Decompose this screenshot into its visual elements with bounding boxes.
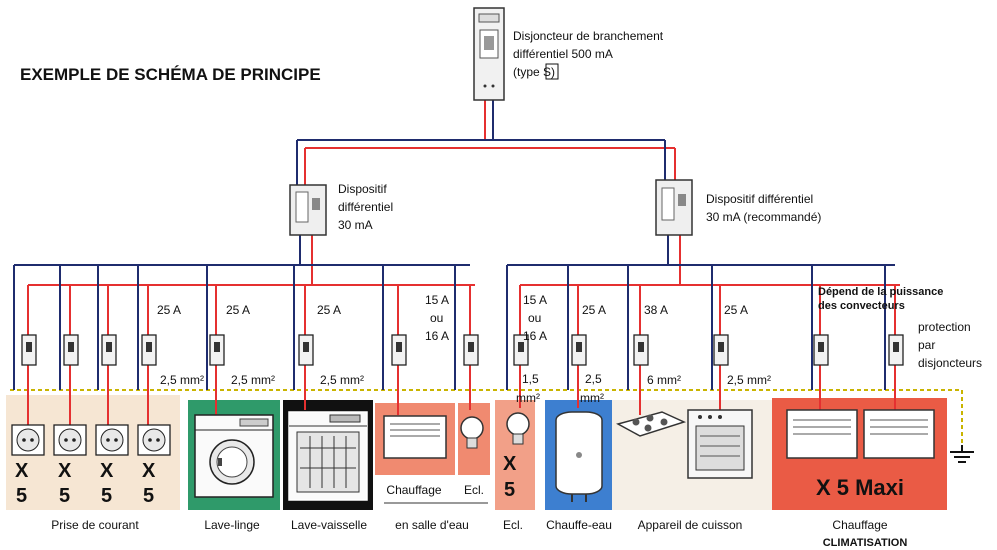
rating-label: 25 A — [157, 303, 181, 317]
circuit-breaker-icon — [513, 334, 529, 366]
section-label: 2,5 mm² — [160, 373, 204, 387]
circuit-breaker-icon — [141, 334, 157, 366]
circuit-breaker-icon — [463, 334, 479, 366]
circuit-breaker-icon — [813, 334, 829, 366]
earth-ground-icon — [950, 445, 974, 463]
caption-climatisation: CLIMATISATION — [823, 537, 908, 549]
section-label: mm² — [516, 391, 540, 405]
circuit-breaker-icon — [633, 334, 649, 366]
rcd-left-label-3: 30 mA — [338, 218, 373, 232]
rating-label: 16 A — [425, 329, 449, 343]
convector-heater-icon — [383, 415, 447, 459]
breaker-type-frame — [545, 63, 559, 80]
multiplier-x: X — [503, 453, 517, 475]
note-puissance-2: des convecteurs — [818, 300, 905, 312]
breaker-type-box: S — [543, 65, 551, 79]
main-wiring — [13, 100, 900, 425]
multiplier-5: 5 — [504, 479, 515, 501]
rcd-right-icon — [655, 179, 693, 236]
section-label: 2,5 mm² — [231, 373, 275, 387]
caption-chauffage-sdb: Chauffage — [386, 483, 441, 497]
circuit-breaker-icon — [101, 334, 117, 366]
caption-ecl: Ecl. — [503, 518, 523, 532]
main-breaker-label-2: différentiel 500 mA — [513, 47, 613, 61]
section-label: 6 mm² — [647, 373, 681, 387]
rating-label: 25 A — [724, 303, 748, 317]
caption-lave-linge: Lave-linge — [204, 518, 260, 532]
convector-heater-icon — [786, 409, 858, 459]
note-protection-1: protection — [918, 320, 971, 334]
socket-outlet-icon — [95, 424, 129, 456]
rating-label: 25 A — [226, 303, 250, 317]
circuit-breaker-icon — [713, 334, 729, 366]
socket-outlets — [11, 424, 171, 456]
main-breaker-icon — [473, 7, 505, 101]
note-puissance-1: Dépend de la puissance — [818, 286, 943, 298]
dishwasher-icon — [288, 411, 368, 501]
light-bulb-icon — [460, 416, 484, 449]
circuit-breaker-icon — [888, 334, 904, 366]
multiplier-5: 5 — [16, 485, 27, 507]
light-bulb-icon — [506, 412, 530, 445]
multiplier-5: 5 — [143, 485, 154, 507]
caption-ecl-sdb: Ecl. — [464, 483, 484, 497]
circuit-breaker-icon — [571, 334, 587, 366]
caption-lave-vaisselle: Lave-vaisselle — [291, 518, 367, 532]
rating-label: 25 A — [582, 303, 606, 317]
section-label: 2,5 mm² — [727, 373, 771, 387]
rating-label: 15 A — [425, 293, 449, 307]
caption-cuisson: Appareil de cuisson — [638, 518, 743, 532]
multiplier-5: 5 — [101, 485, 112, 507]
socket-outlet-icon — [11, 424, 45, 456]
note-protection-3: disjoncteurs — [918, 356, 982, 370]
caption-chauffe-eau: Chauffe-eau — [546, 518, 612, 532]
page-title: EXEMPLE DE SCHÉMA DE PRINCIPE — [20, 65, 321, 84]
rating-label: 16 A — [523, 329, 547, 343]
washing-machine-icon — [194, 414, 274, 498]
rating-label: 38 A — [644, 303, 668, 317]
caption-en-salle-eau: en salle d'eau — [395, 518, 469, 532]
section-label: mm² — [580, 391, 604, 405]
multiplier-x: X — [100, 460, 114, 482]
rcd-left-label-1: Dispositif — [338, 182, 387, 196]
caption-prise: Prise de courant — [51, 518, 139, 532]
rcd-left-icon — [289, 184, 327, 236]
circuit-breaker-icon — [391, 334, 407, 366]
circuit-breaker-icon — [209, 334, 225, 366]
main-breaker-label-1: Disjoncteur de branchement — [513, 29, 664, 43]
caption-chauffage: Chauffage — [832, 518, 887, 532]
multiplier-maxi: X 5 Maxi — [816, 475, 904, 500]
multiplier-x: X — [15, 460, 29, 482]
multiplier-x: X — [58, 460, 72, 482]
circuit-breakers — [21, 334, 904, 366]
socket-outlet-icon — [137, 424, 171, 456]
earth-conductor — [10, 389, 974, 463]
rating-label: 25 A — [317, 303, 341, 317]
convector-heater-icon — [863, 409, 935, 459]
rcd-right-label-1: Dispositif différentiel — [706, 192, 813, 206]
section-label: 2,5 — [585, 372, 602, 386]
circuit-breaker-icon — [63, 334, 79, 366]
rcd-right-label-2: 30 mA (recommandé) — [706, 210, 821, 224]
rating-label: ou — [528, 311, 541, 325]
multiplier-x: X — [142, 460, 156, 482]
main-breaker-label-3: (type S) — [513, 65, 555, 79]
water-heater-icon — [555, 411, 603, 502]
socket-outlet-icon — [53, 424, 87, 456]
circuit-breaker-icon — [298, 334, 314, 366]
section-label: 1,5 — [522, 372, 539, 386]
circuit-breaker-icon — [21, 334, 37, 366]
rating-label: ou — [430, 311, 443, 325]
oven-icon — [687, 409, 753, 479]
note-protection-2: par — [918, 338, 935, 352]
rcd-left-label-2: différentiel — [338, 200, 393, 214]
cooktop-icon — [616, 411, 687, 437]
section-label: 2,5 mm² — [320, 373, 364, 387]
rating-label: 15 A — [523, 293, 547, 307]
multiplier-5: 5 — [59, 485, 70, 507]
